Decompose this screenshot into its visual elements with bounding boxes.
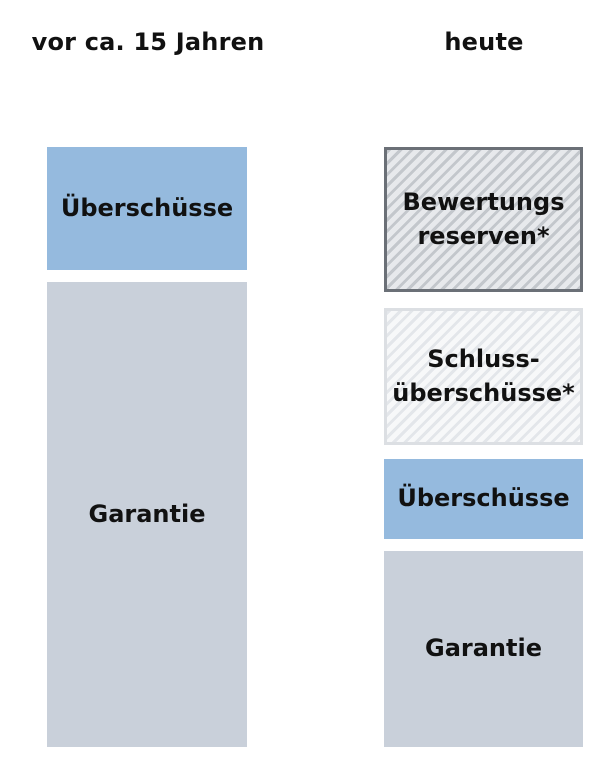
today-guarantee-block: Garantie (384, 551, 583, 747)
past-guarantee-label: Garantie (88, 499, 206, 528)
today-surplus-block: Überschüsse (384, 459, 583, 539)
column-title-today: heute (444, 28, 524, 56)
column-title-past: vor ca. 15 Jahren (31, 28, 265, 56)
today-guarantee-label: Garantie (425, 634, 542, 663)
past-guarantee-block: Garantie (47, 282, 247, 747)
final-surplus-label: Schluss- überschüsse* (392, 344, 575, 407)
valuation-reserves-block: Bewertungs reserven* (384, 147, 583, 292)
today-surplus-label: Überschüsse (397, 484, 570, 513)
past-surplus-block: Überschüsse (47, 147, 247, 270)
valuation-reserves-label: Bewertungs reserven* (402, 187, 565, 250)
final-surplus-block: Schluss- überschüsse* (384, 308, 583, 445)
past-surplus-label: Überschüsse (60, 193, 234, 222)
